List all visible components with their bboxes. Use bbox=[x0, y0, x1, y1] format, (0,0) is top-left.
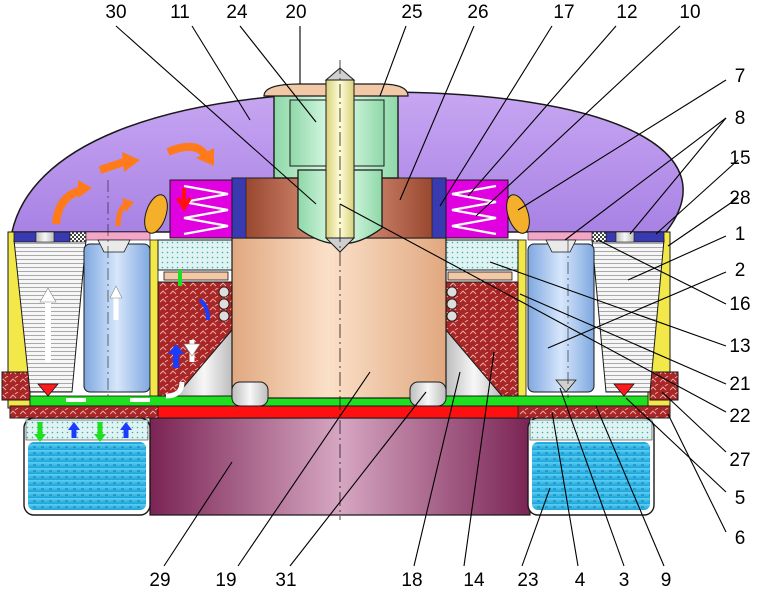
label-30: 30 bbox=[105, 2, 126, 23]
label-17: 17 bbox=[553, 2, 574, 23]
label-22: 22 bbox=[729, 406, 750, 427]
label-26: 26 bbox=[467, 2, 488, 23]
label-23: 23 bbox=[517, 570, 538, 591]
label-29: 29 bbox=[149, 570, 170, 591]
label-31: 31 bbox=[275, 570, 296, 591]
label-7: 7 bbox=[735, 66, 746, 87]
label-1: 1 bbox=[735, 224, 746, 245]
label-13: 13 bbox=[729, 336, 750, 357]
label-2: 2 bbox=[735, 260, 746, 281]
filter-blue-right bbox=[527, 243, 595, 393]
label-8: 8 bbox=[735, 108, 746, 129]
label-20: 20 bbox=[285, 2, 306, 23]
label-5: 5 bbox=[735, 488, 746, 509]
flow-arrows bbox=[34, 142, 214, 442]
label-group-bottom: 29 19 31 18 14 23 4 3 9 bbox=[149, 570, 671, 591]
label-6: 6 bbox=[735, 528, 746, 549]
label-11: 11 bbox=[170, 2, 190, 23]
label-group-right: 7 8 15 28 1 2 16 13 21 22 27 5 6 bbox=[729, 66, 750, 549]
label-9: 9 bbox=[661, 570, 672, 591]
label-18: 18 bbox=[401, 570, 422, 591]
label-10: 10 bbox=[679, 2, 700, 23]
label-24: 24 bbox=[226, 2, 248, 23]
label-21: 21 bbox=[729, 374, 750, 395]
label-14: 14 bbox=[463, 570, 485, 591]
label-25: 25 bbox=[401, 2, 422, 23]
label-28: 28 bbox=[729, 188, 750, 209]
label-27: 27 bbox=[729, 450, 750, 471]
central-cylinder bbox=[231, 237, 447, 399]
label-group-top: 30 11 24 20 25 26 17 12 10 bbox=[105, 2, 700, 23]
leader-lines bbox=[115, 25, 739, 567]
label-4: 4 bbox=[575, 570, 586, 591]
label-16: 16 bbox=[729, 294, 750, 315]
label-3: 3 bbox=[619, 570, 630, 591]
label-19: 19 bbox=[215, 570, 236, 591]
label-12: 12 bbox=[616, 2, 637, 23]
label-15: 15 bbox=[729, 148, 750, 169]
